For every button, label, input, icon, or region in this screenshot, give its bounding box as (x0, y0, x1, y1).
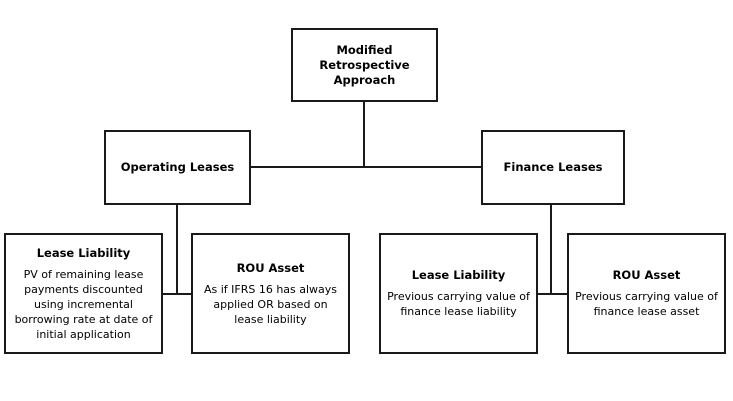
finance-lease-liability-node: Lease Liability Previous carrying value … (379, 233, 538, 354)
operating-lease-liability-text: PV of remaining lease payments discounte… (14, 267, 153, 341)
finance-leases-node: Finance Leases (481, 130, 625, 205)
finance-rou-asset-text: Previous carrying value of finance lease… (575, 290, 718, 318)
root-title: Modified Retrospective Approach (319, 42, 410, 87)
operating-rou-asset-text: As if IFRS 16 has always applied OR base… (203, 282, 338, 326)
operating-lease-liability-title: Lease Liability (36, 245, 131, 260)
finance-lease-liability-text: Previous carrying value of finance lease… (387, 290, 530, 318)
operating-lease-liability-node: Lease Liability PV of remaining lease pa… (4, 233, 163, 354)
operating-rou-asset-node: ROU Asset As if IFRS 16 has always appli… (191, 233, 350, 354)
root-node: Modified Retrospective Approach (291, 28, 438, 102)
finance-leases-title: Finance Leases (503, 160, 603, 174)
finance-rou-asset-node: ROU Asset Previous carrying value of fin… (567, 233, 726, 354)
operating-leases-node: Operating Leases (104, 130, 251, 205)
finance-rou-asset-title: ROU Asset (612, 268, 681, 282)
finance-lease-liability-title: Lease Liability (411, 268, 506, 282)
operating-rou-asset-title: ROU Asset (236, 260, 305, 275)
operating-leases-title: Operating Leases (120, 160, 235, 174)
